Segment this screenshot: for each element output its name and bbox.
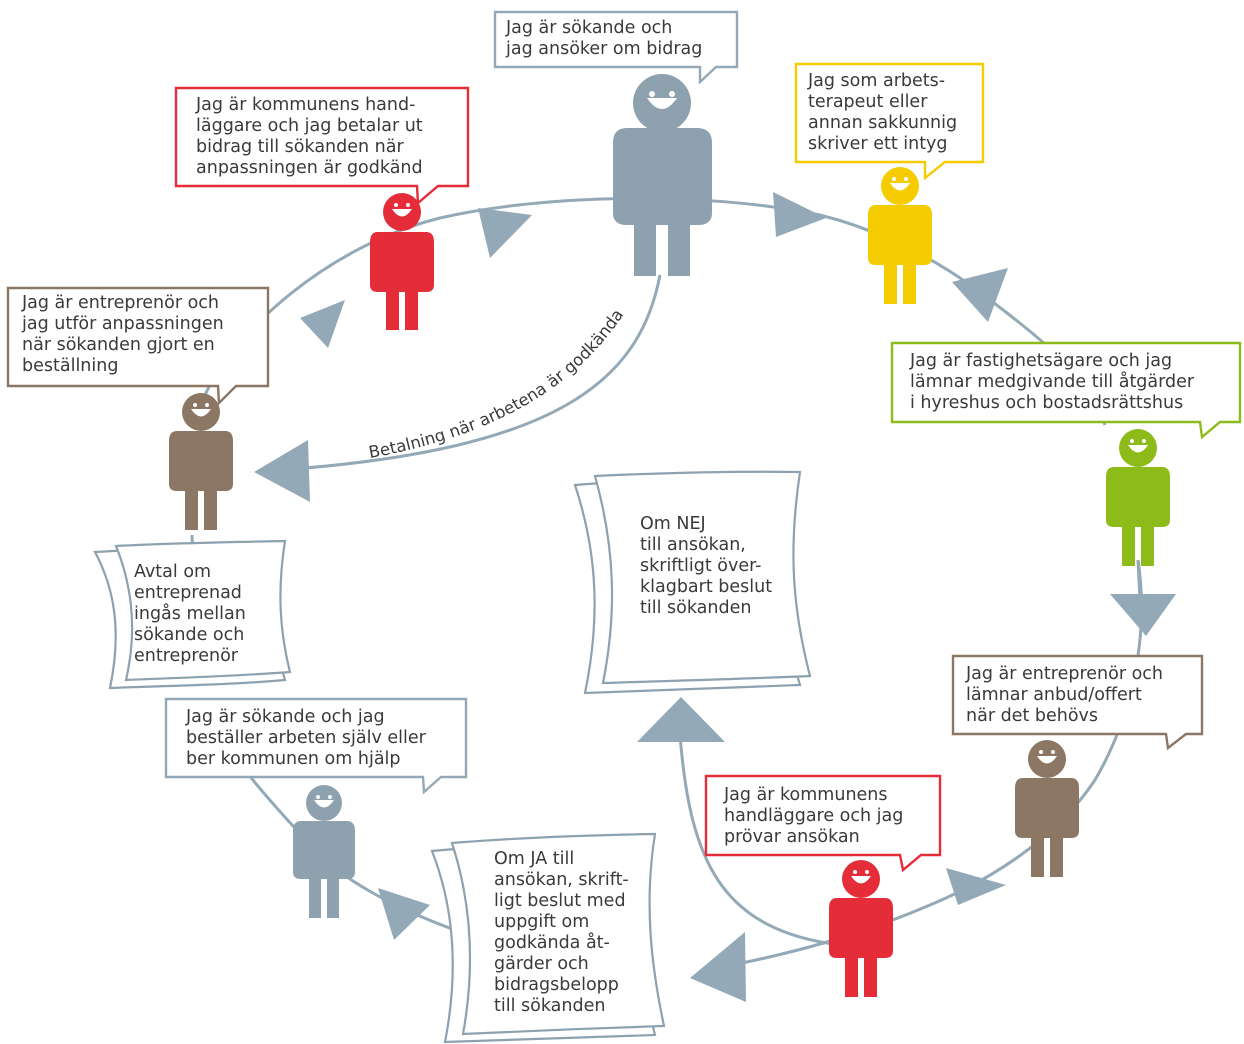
triangle-arrow-icon (378, 888, 430, 940)
bubble-applicant-top (493, 10, 739, 85)
green-to-brown-link (1136, 559, 1142, 601)
cycle-top-arc (203, 196, 1107, 426)
contractor-quote-person-icon (1015, 740, 1079, 877)
bubble-contractor-quote (951, 654, 1204, 751)
bubble-property-owner (890, 341, 1242, 440)
bubble-contractor-performs (6, 286, 270, 406)
contractor-performs-person-icon (169, 393, 233, 530)
documents (93, 470, 812, 1044)
triangle-arrow-icon (300, 300, 345, 348)
bubble-municipality-pays-text: Jag är kommunens hand- läggare och jag b… (196, 95, 423, 178)
municipality-officer-reviews-icon (829, 860, 893, 997)
triangle-arrow-icon (637, 697, 725, 742)
triangle-arrow-icon (1110, 594, 1176, 636)
document-contract-text: Avtal om entreprenad ingås mellan sökand… (134, 562, 246, 666)
payment-curve (279, 274, 662, 472)
paper-stack-icon (93, 539, 292, 690)
document-decision-no-text: Om NEJ till ansökan, skriftligt över- kl… (640, 514, 773, 618)
bubble-applicant-orders (164, 697, 468, 795)
document-decision-yes-text: Om JA till ansökan, skrift- ligt beslut … (494, 849, 629, 1016)
bubble-therapist-text: Jag som arbets- terapeut eller annan sak… (808, 71, 958, 154)
bubble-contractor-performs-text: Jag är entreprenör och jag utför anpassn… (22, 293, 224, 376)
bubble-municipality-reviews-text: Jag är kommunens handläggare och jag prö… (724, 785, 904, 847)
triangle-arrow-icon (478, 208, 532, 258)
applicant-orders-person-icon (293, 785, 355, 918)
speech-bubbles (6, 10, 1242, 873)
municipality-officer-pays-icon (370, 193, 434, 330)
property-owner-person-icon (1106, 429, 1170, 566)
applicant-person-large-icon (613, 74, 712, 276)
triangle-arrow-icon (254, 440, 310, 502)
triangle-arrow-icon (946, 868, 1006, 905)
triangle-arrow-icon (690, 932, 746, 1002)
flow-arrows (254, 192, 1176, 1002)
triangle-arrow-icon (952, 268, 1008, 322)
bubble-applicant-orders-text: Jag är sökande och jag beställer arbeten… (186, 707, 426, 769)
bubble-municipality-pays (174, 86, 470, 206)
rejection-curve (678, 734, 841, 947)
bubble-contractor-quote-text: Jag är entreprenör och lämnar anbud/offe… (966, 664, 1163, 726)
bubble-property-owner-text: Jag är fastighetsägare och jag lämnar me… (910, 351, 1195, 413)
people (169, 74, 1170, 997)
bubble-applicant-top-text: Jag är sökande och jag ansöker om bidrag (506, 18, 703, 59)
therapist-person-icon (868, 167, 932, 304)
bubble-municipality-reviews (704, 774, 942, 873)
paper-stack-icon (573, 470, 812, 695)
bubble-therapist (794, 62, 985, 181)
triangle-arrow-icon (773, 192, 826, 237)
paper-stack-icon (430, 832, 666, 1044)
